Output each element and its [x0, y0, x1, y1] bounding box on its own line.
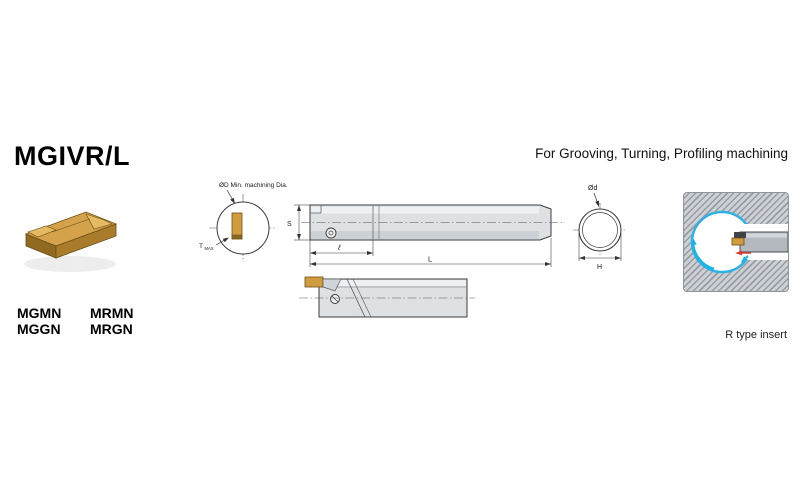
app-clamp — [734, 232, 746, 238]
L-arrow-right — [545, 262, 551, 266]
side-view: S ℓ L — [287, 204, 565, 267]
label-min-dia: ØD Min. machining Dia. — [219, 182, 288, 189]
clamp-screw — [325, 227, 337, 239]
clamp-finger — [322, 278, 342, 292]
L-arrow-left — [310, 262, 316, 266]
insert-top — [304, 276, 324, 288]
label-od: Ød — [588, 185, 597, 192]
l-arrow-left — [310, 251, 316, 255]
app-insert — [731, 237, 745, 246]
head-highlight — [320, 280, 466, 286]
bar-highlight — [311, 206, 539, 214]
t-arrow — [222, 237, 229, 243]
insert-edge-right — [85, 213, 113, 230]
grade-mggn: MGGN — [17, 321, 61, 337]
shank-inner-circle — [582, 212, 618, 248]
bar-shade — [311, 231, 539, 239]
clamp-screw-center — [328, 230, 334, 236]
cyan-arc-arrow-head — [691, 238, 697, 246]
label-l-small: ℓ — [337, 243, 341, 252]
app-bar-highlight — [741, 233, 787, 238]
grades-table: MGMN MRMN MGGN MRGN — [17, 305, 163, 337]
shank-outer-circle — [578, 208, 622, 252]
grade-mrgn: MRGN — [90, 321, 133, 337]
label-h: H — [597, 264, 602, 271]
min-dia-arrow — [230, 197, 235, 204]
cyan-small-arrow-head — [741, 256, 748, 263]
label-s: S — [287, 221, 292, 228]
label-t: T — [199, 243, 203, 250]
insert-shadow — [24, 256, 116, 272]
insert-front-tip — [231, 234, 243, 240]
pocket-diagonal-1 — [346, 278, 366, 318]
grade-mgmn: MGMN — [17, 305, 62, 321]
label-t-sub: MAX — [205, 246, 214, 251]
application-drawing — [690, 210, 788, 274]
application-picture — [683, 192, 789, 292]
r-type-caption: R type insert — [725, 329, 787, 341]
page-tagline: For Grooving, Turning, Profiling machini… — [535, 146, 788, 161]
od-arrow — [595, 200, 600, 207]
section-view: Ød H — [573, 185, 627, 271]
machining-dia-circle — [216, 201, 270, 255]
h-arrow-right — [615, 256, 621, 260]
insert-edge-left — [27, 225, 57, 238]
front-view: ØD Min. machining Dia. T MAX — [199, 182, 288, 262]
l-arrow-right — [367, 251, 373, 255]
technical-drawing: ØD Min. machining Dia. T MAX — [199, 182, 627, 318]
insert-3d-render — [24, 211, 118, 272]
grades-row: MGGN MRGN — [17, 321, 163, 337]
page-title: MGIVR/L — [14, 141, 130, 171]
s-arrow-top — [297, 205, 301, 211]
feed-arrow-head — [735, 250, 742, 256]
head-screw-slot — [331, 295, 339, 303]
label-l-big: L — [428, 255, 432, 264]
top-view — [299, 276, 475, 318]
insert-groove-line — [51, 218, 91, 233]
grade-mrmn: MRMN — [90, 305, 134, 321]
grades-row: MGMN MRMN — [17, 305, 163, 321]
s-arrow-bottom — [297, 234, 301, 240]
h-arrow-left — [579, 256, 585, 260]
